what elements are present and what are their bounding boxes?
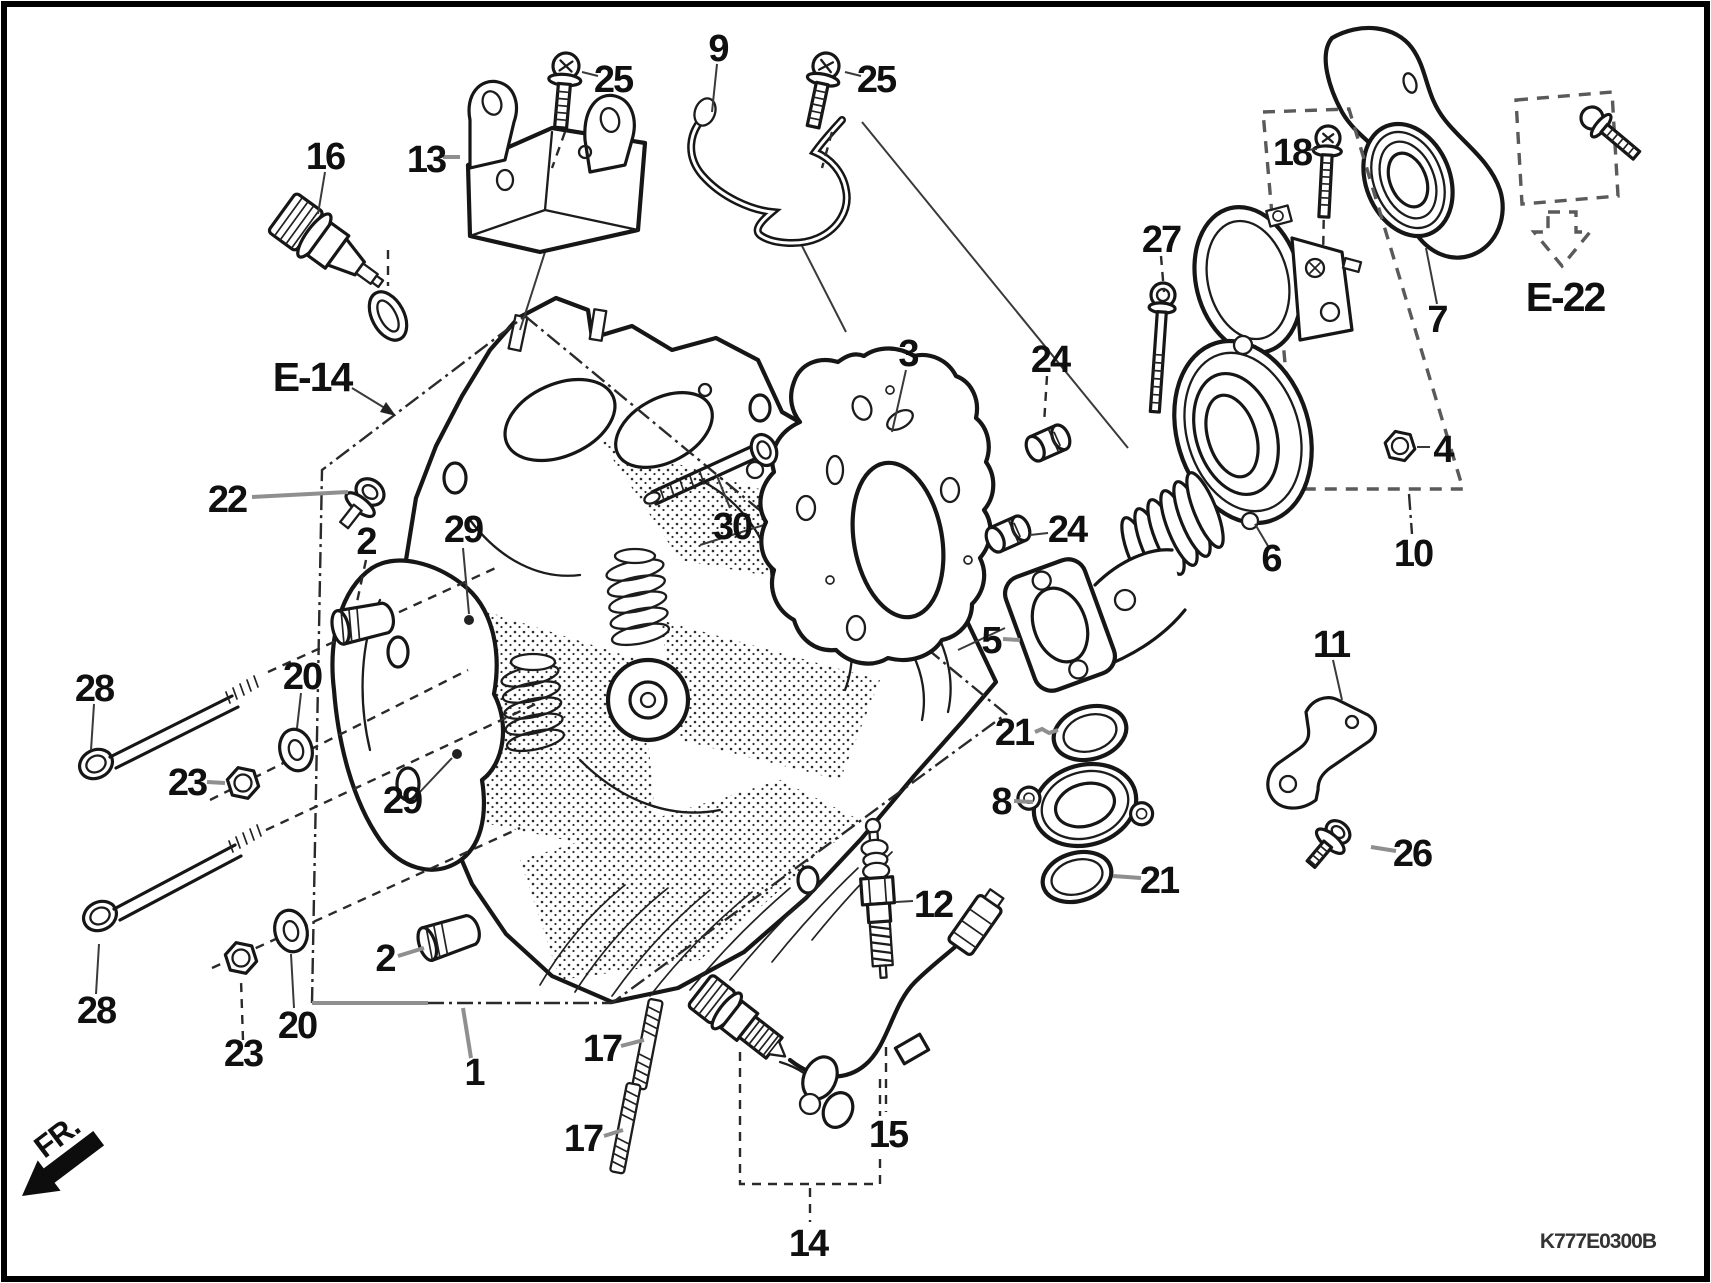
part-25-bolt-b — [795, 48, 846, 169]
fr-arrow-icon: FR. — [22, 1109, 105, 1196]
part-6-spacer — [1172, 334, 1314, 531]
part-3-head-gasket — [758, 346, 996, 666]
part-9-wire-clamp — [687, 97, 851, 247]
callout-8: 8 — [991, 781, 1011, 823]
callout-24b: 24 — [1048, 509, 1088, 551]
part-28-bolt-lower — [81, 824, 262, 933]
callout-24a: 24 — [1031, 339, 1071, 381]
part-19-oring — [367, 290, 409, 342]
callout-29a: 29 — [444, 509, 483, 551]
callout-17a: 17 — [583, 1028, 622, 1070]
part-1-boundary — [310, 315, 1008, 1005]
callout-5: 5 — [981, 620, 1002, 662]
callout-28a: 28 — [75, 668, 114, 710]
part-2-cap-upper — [330, 601, 396, 646]
part-27-bolt — [1147, 281, 1177, 414]
callout-17b: 17 — [564, 1118, 603, 1160]
callout-3: 3 — [898, 333, 918, 375]
callout-leaders — [90, 63, 1438, 1222]
part-5-pipe-flange — [1002, 548, 1187, 693]
callout-labels: 16 13 25 9 25 18 27 7 3 24 24 22 2 29 30… — [75, 28, 1457, 1265]
callout-21b: 21 — [1140, 860, 1180, 902]
part-26-bolt — [1305, 819, 1352, 869]
callout-11: 11 — [1313, 624, 1351, 666]
callout-9: 9 — [708, 28, 728, 70]
part-21-oring-upper — [1051, 703, 1129, 763]
part-28-bolt-upper — [77, 675, 259, 781]
part-18-bolt — [1311, 124, 1343, 278]
label-backplate — [866, 1116, 910, 1152]
callout-15: 15 — [869, 1114, 909, 1156]
part-30-bolt — [643, 432, 779, 506]
callout-29b: 29 — [383, 780, 422, 822]
callout-13: 13 — [407, 139, 446, 181]
callout-26: 26 — [1393, 833, 1432, 875]
callout-20b: 20 — [278, 1005, 317, 1047]
callout-7: 7 — [1427, 299, 1447, 341]
callout-28b: 28 — [77, 990, 116, 1032]
part-8-gasket — [1016, 761, 1155, 849]
callout-23b: 23 — [224, 1033, 263, 1075]
callout-2b: 2 — [375, 938, 395, 980]
part-13-bracket — [465, 79, 648, 255]
e22-down-arrow-icon — [1530, 210, 1594, 269]
part-10-clamp-box — [1192, 107, 1466, 491]
callout-30: 30 — [713, 506, 752, 548]
callout-22: 22 — [208, 479, 247, 521]
ref-e14-arrow — [351, 387, 396, 416]
callout-23a: 23 — [168, 762, 207, 804]
drawing-code: K777E0300B — [1540, 1230, 1657, 1253]
ref-e22: E-22 — [1526, 274, 1606, 320]
callout-27: 27 — [1142, 219, 1181, 261]
part-21-oring-lower — [1040, 849, 1114, 905]
callout-25a: 25 — [594, 59, 634, 101]
callout-16: 16 — [306, 136, 345, 178]
callout-6: 6 — [1261, 538, 1281, 580]
part-2-cap-lower — [416, 913, 481, 962]
part-12-spark-plug — [859, 817, 897, 979]
ref-e22-group — [1514, 90, 1642, 269]
callout-21a: 21 — [995, 712, 1035, 754]
part-15-sensor-harness — [687, 888, 1005, 1186]
callout-2a: 2 — [356, 521, 376, 563]
callout-18: 18 — [1273, 132, 1312, 174]
callout-20a: 20 — [283, 656, 322, 698]
callout-4: 4 — [1433, 429, 1454, 471]
callout-12: 12 — [914, 884, 953, 926]
part-16-sensor — [267, 192, 385, 289]
part-11-bracket — [1266, 696, 1378, 810]
callout-14: 14 — [789, 1223, 829, 1265]
part-25-bolt-a — [543, 50, 585, 169]
part-7-tube-grommet — [1323, 25, 1505, 260]
part-22-bolt — [339, 477, 386, 530]
ref-e14: E-14 — [273, 354, 354, 400]
callout-1: 1 — [464, 1052, 485, 1094]
callout-10: 10 — [1394, 533, 1433, 575]
part-1-cylinder-head — [330, 295, 999, 1005]
callout-25b: 25 — [857, 59, 897, 101]
